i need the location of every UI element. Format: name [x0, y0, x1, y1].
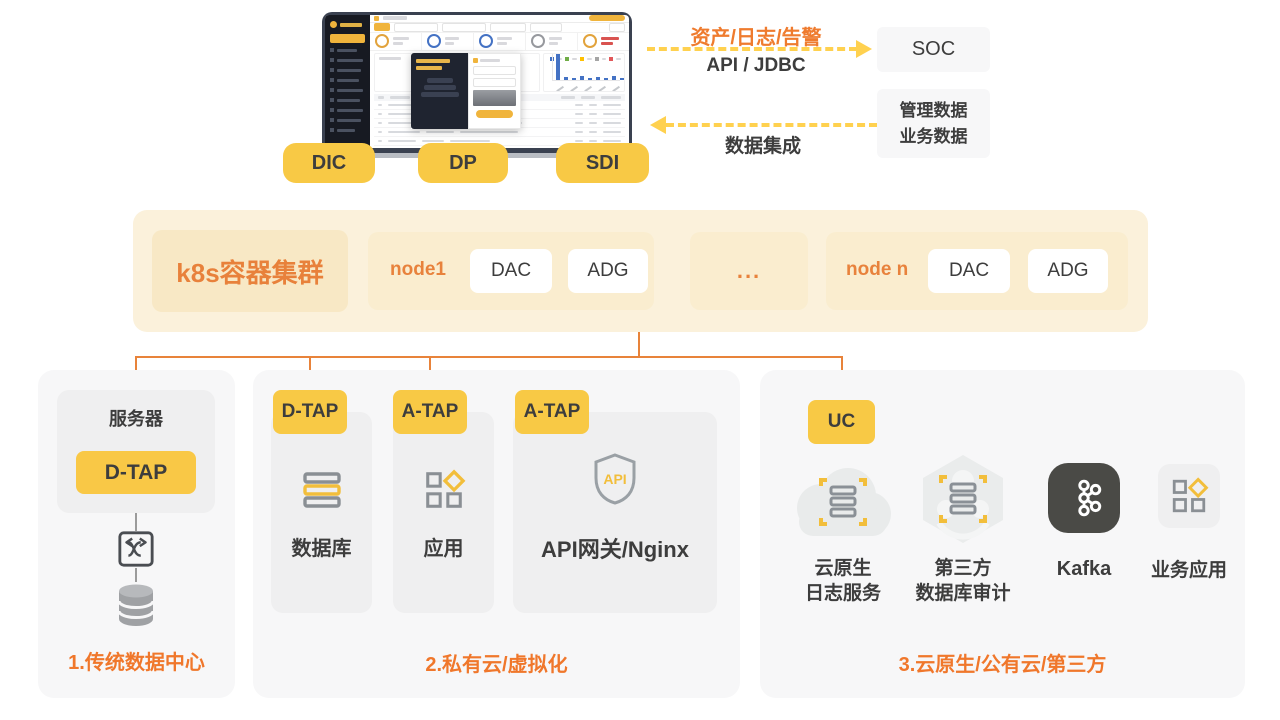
third-party-line2: 数据库审计 [915, 583, 1011, 604]
database-cylinder-icon [114, 581, 158, 629]
application-card: 应用 [393, 412, 494, 613]
soc-box: SOC [877, 27, 990, 72]
dashboard-topbar [370, 15, 629, 23]
api-badge-text: API [603, 471, 626, 487]
arrow-to-platform-head [650, 116, 666, 134]
network-switch-icon [117, 530, 155, 568]
atap-tag-application[interactable]: A-TAP [393, 390, 467, 434]
nodes-ellipsis-box: ... [690, 232, 808, 310]
database-label: 数据库 [291, 538, 352, 560]
product-button-dp[interactable]: DP [418, 143, 508, 183]
promo-dark-panel [411, 53, 468, 129]
dtap-tag-database[interactable]: D-TAP [273, 390, 347, 434]
connector-switch-database [135, 568, 137, 582]
dashboard-toolbar [370, 22, 629, 33]
noden-adg-chip[interactable]: ADG [1028, 249, 1108, 293]
third-party-line1: 第三方 [934, 558, 992, 579]
dashboard-screen [325, 15, 629, 148]
noden-box: node n DAC ADG [826, 232, 1128, 310]
login-button [476, 110, 513, 118]
business-app-icon [1158, 464, 1220, 528]
arrow-to-soc-head [856, 40, 872, 58]
atap-tag-api-gateway[interactable]: A-TAP [515, 390, 589, 434]
management-data-line1: 管理数据 [899, 101, 968, 120]
bar-chart-panel [543, 53, 626, 92]
arrow-to-soc-line [647, 47, 857, 51]
dashboard-promo-modal [411, 53, 521, 129]
connector-main-horizontal [135, 356, 843, 358]
cloud-log-service-icon [791, 462, 895, 546]
caption-section1: 1.传统数据中心 [68, 652, 205, 674]
third-party-audit-label: 第三方 数据库审计 [905, 556, 1021, 606]
caption-section2: 2.私有云/虚拟化 [425, 654, 568, 676]
database-stack-icon [298, 470, 346, 510]
flow-api-jdbc-label: API / JDBC [706, 55, 806, 76]
api-gateway-card: API API网关/Nginx [513, 412, 717, 613]
server-label: 服务器 [109, 409, 163, 429]
business-app-label: 业务应用 [1150, 560, 1227, 581]
node1-name: node1 [390, 259, 446, 280]
product-button-dic[interactable]: DIC [283, 143, 375, 183]
database-card: 数据库 [271, 412, 372, 613]
cloud-log-service-label: 云原生 日志服务 [791, 556, 895, 606]
node1-adg-chip[interactable]: ADG [568, 249, 648, 293]
kafka-label: Kafka [1056, 558, 1112, 580]
cloud-log-line1: 云原生 [814, 558, 872, 579]
api-shield-icon: API [591, 452, 639, 506]
sidebar-item-active [330, 34, 365, 43]
management-data-box: 管理数据 业务数据 [877, 89, 990, 158]
application-label: 应用 [423, 538, 464, 560]
uc-tag[interactable]: UC [808, 400, 875, 444]
caption-section3: 3.云原生/公有云/第三方 [898, 654, 1107, 676]
dashboard-logo [325, 15, 370, 31]
connector-band-drop [638, 332, 640, 357]
connector-server-switch [135, 513, 137, 531]
login-panel [468, 53, 521, 129]
app-grid-icon [422, 468, 466, 512]
product-button-sdi[interactable]: SDI [556, 143, 649, 183]
node1-dac-chip[interactable]: DAC [470, 249, 552, 293]
third-party-audit-icon [921, 453, 1005, 545]
api-gateway-label: API网关/Nginx [541, 537, 689, 562]
dtap-button-server[interactable]: D-TAP [76, 451, 196, 494]
noden-name: node n [846, 259, 909, 280]
bar-chart [552, 54, 625, 81]
product-dashboard-screenshot [322, 12, 632, 153]
k8s-cluster-title: k8s容器集群 [152, 230, 348, 312]
noden-dac-chip[interactable]: DAC [928, 249, 1010, 293]
arrow-to-platform-line [666, 123, 877, 127]
flow-data-integration-label: 数据集成 [724, 136, 801, 157]
business-data-line2: 业务数据 [899, 127, 968, 146]
kafka-icon [1048, 463, 1120, 533]
server-box: 服务器 D-TAP [57, 390, 215, 513]
dashboard-main [370, 15, 629, 148]
node1-box: node1 DAC ADG [368, 232, 654, 310]
dashboard-kpi-row [370, 32, 629, 52]
cloud-log-line2: 日志服务 [804, 583, 881, 604]
flow-assets-logs-alerts-label: 资产/日志/告警 [690, 27, 822, 49]
dashboard-sidebar [325, 15, 370, 148]
